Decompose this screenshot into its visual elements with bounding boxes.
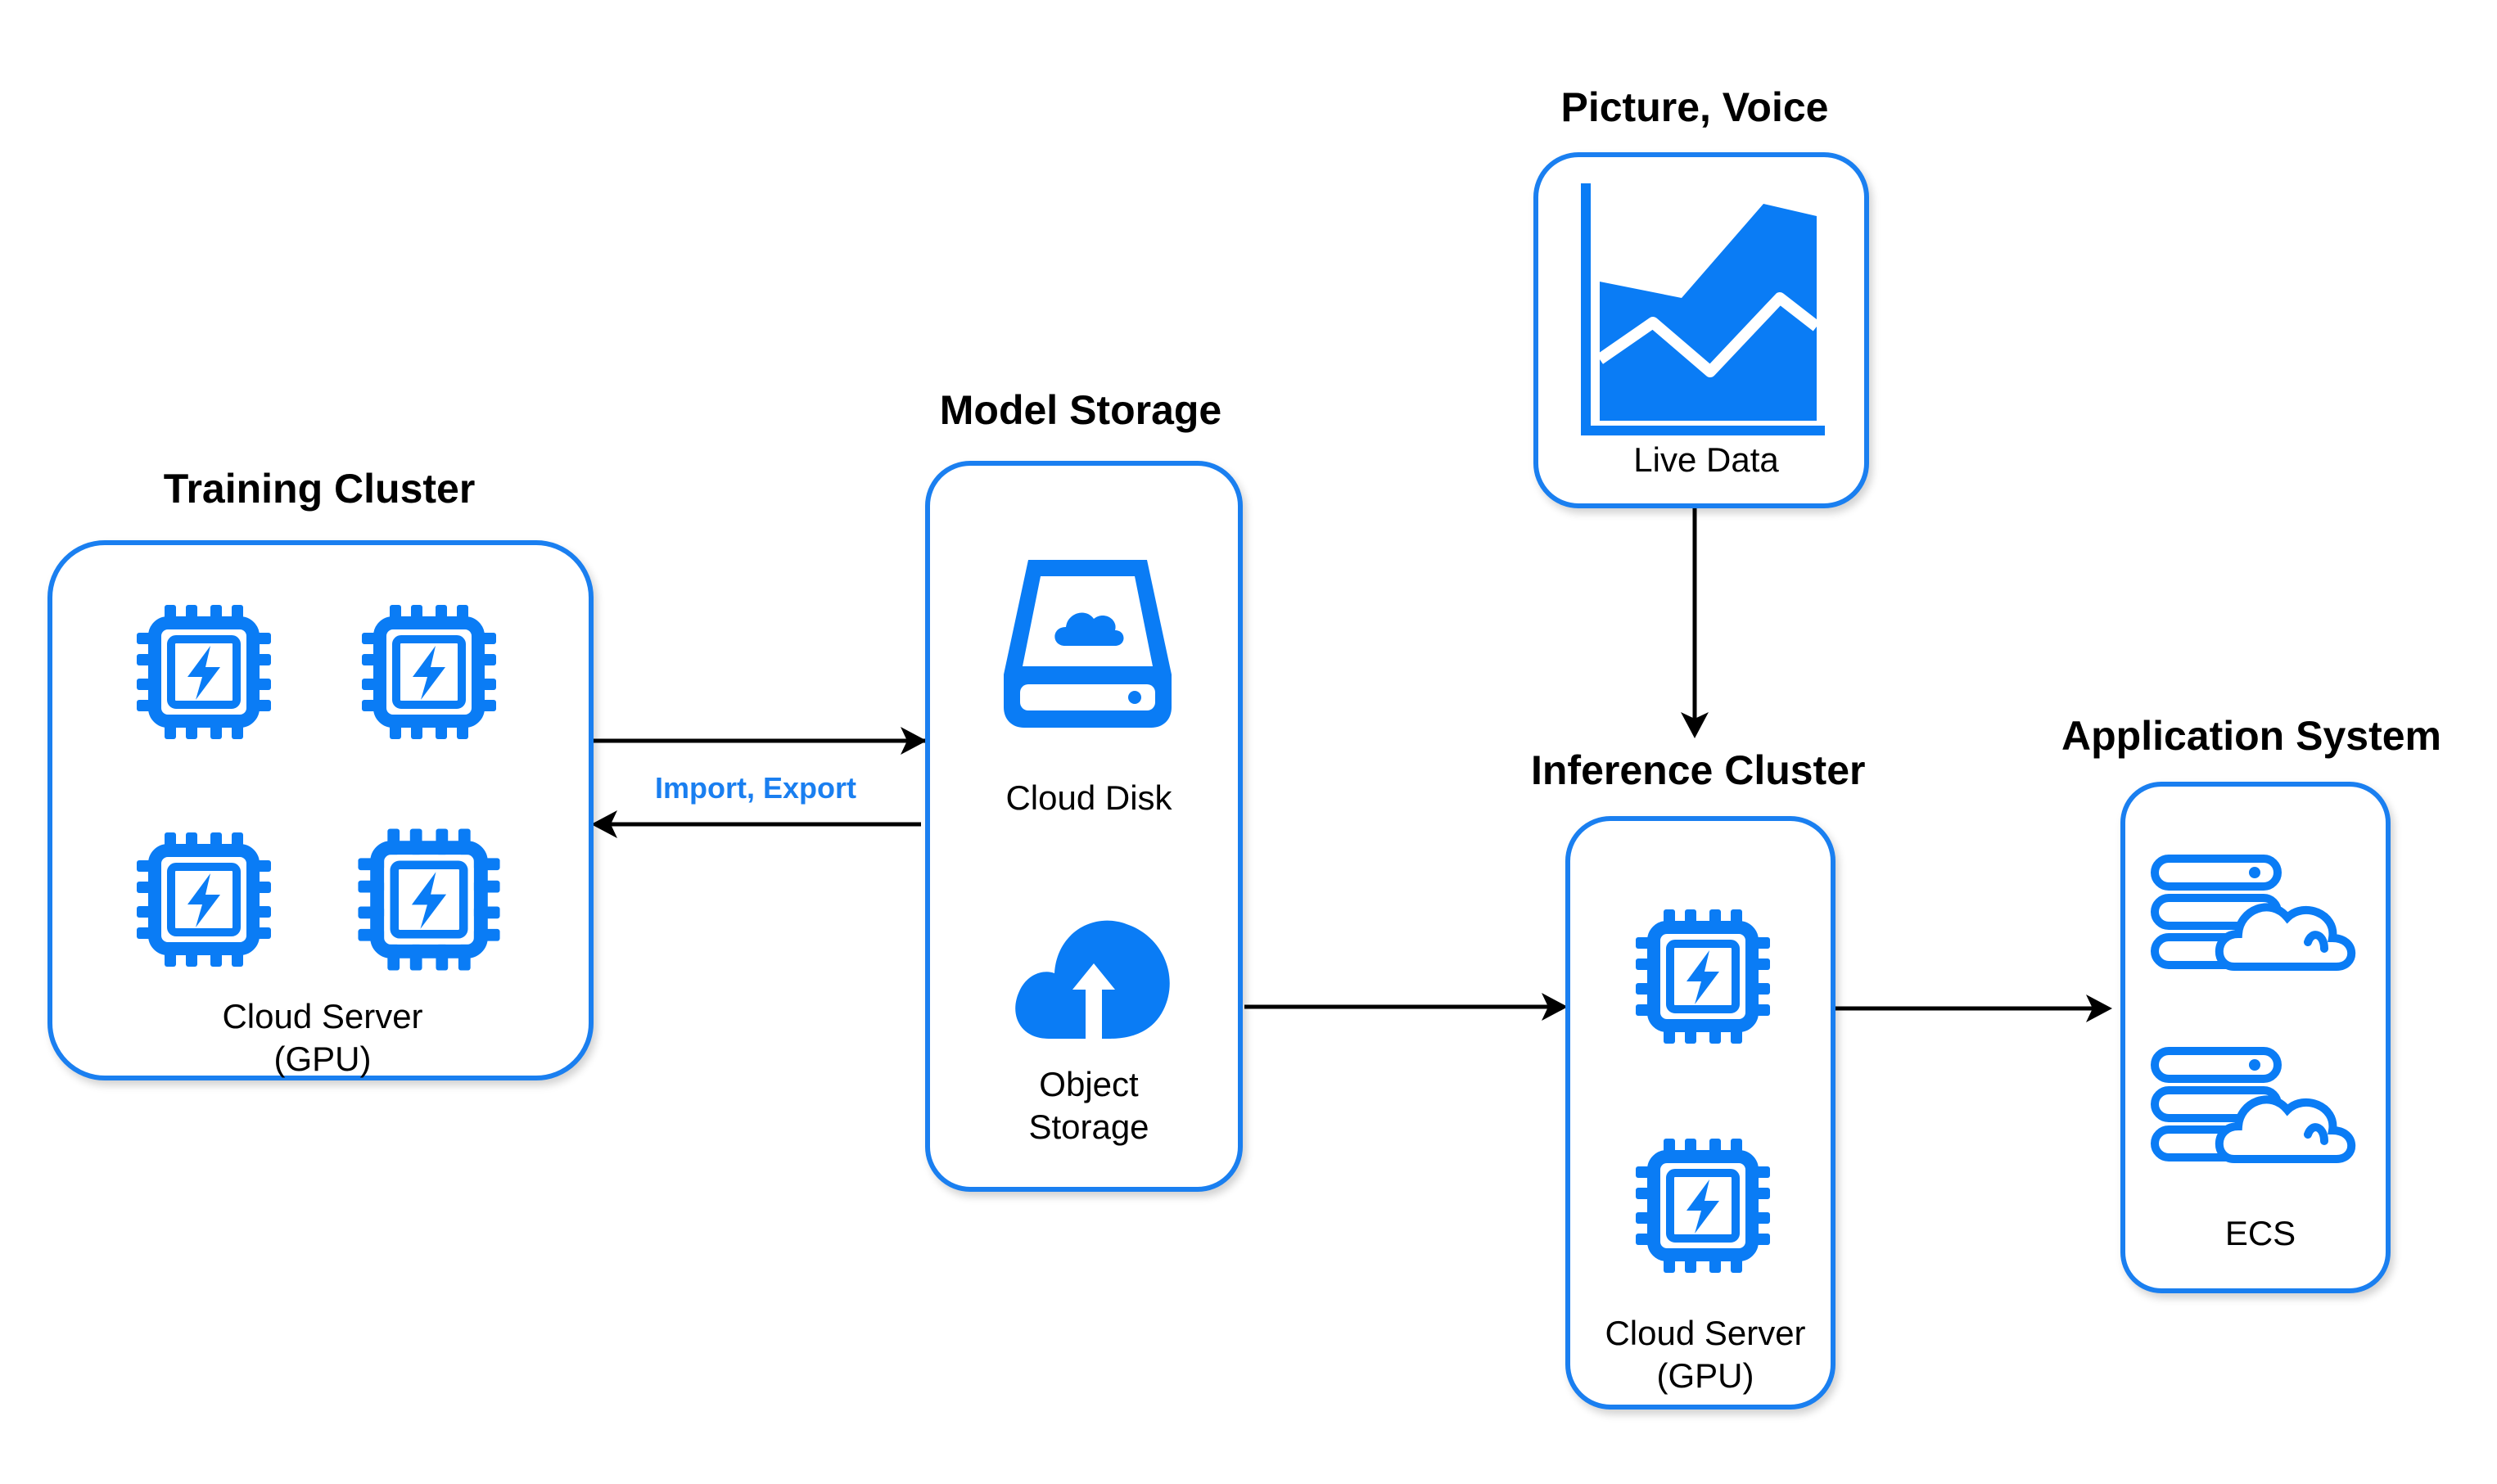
gpu-chip-icon [351, 822, 507, 977]
server-cloud-icon [2148, 852, 2361, 975]
edge-training-to-storage [594, 727, 927, 755]
gpu-chip-icon [130, 826, 278, 973]
model-storage-box: Cloud Disk Object Storage [925, 461, 1243, 1192]
model-storage-title: Model Storage [939, 387, 1222, 433]
live-data-box: Live Data [1533, 152, 1869, 508]
gpu-chip-icon [1629, 1132, 1777, 1279]
training-cluster-caption: Cloud Server (GPU) [222, 997, 423, 1078]
object-storage-caption: Object Storage [1028, 1065, 1149, 1146]
application-system-title: Application System [2061, 713, 2441, 759]
cloud-disk-caption: Cloud Disk [1005, 778, 1172, 817]
edge-storage-to-inference [1244, 993, 1568, 1021]
import-export-label: Import, Export [655, 771, 857, 805]
edge-livedata-to-inference [1681, 507, 1709, 738]
gpu-chip-icon [130, 598, 278, 746]
gpu-chip-icon [355, 598, 503, 746]
area-chart-icon [1581, 183, 1825, 435]
training-cluster-title: Training Cluster [163, 466, 476, 512]
server-cloud-icon [2148, 1044, 2361, 1167]
edge-inference-to-application [1835, 995, 2112, 1022]
cloud-disk-icon [1004, 560, 1172, 728]
ecs-caption: ECS [2224, 1214, 2296, 1252]
object-storage-icon [1015, 920, 1170, 1043]
live-data-caption: Live Data [1633, 440, 1779, 479]
live-data-title: Picture, Voice [1560, 84, 1829, 130]
inference-cluster-title: Inference Cluster [1531, 747, 1866, 793]
edge-storage-to-training [591, 810, 921, 838]
application-system-box: ECS [2120, 782, 2391, 1293]
inference-cluster-box: Cloud Server (GPU) [1565, 816, 1835, 1410]
inference-cluster-caption: Cloud Server (GPU) [1605, 1314, 1806, 1395]
training-cluster-box: Cloud Server (GPU) [47, 540, 594, 1080]
gpu-chip-icon [1629, 903, 1777, 1050]
